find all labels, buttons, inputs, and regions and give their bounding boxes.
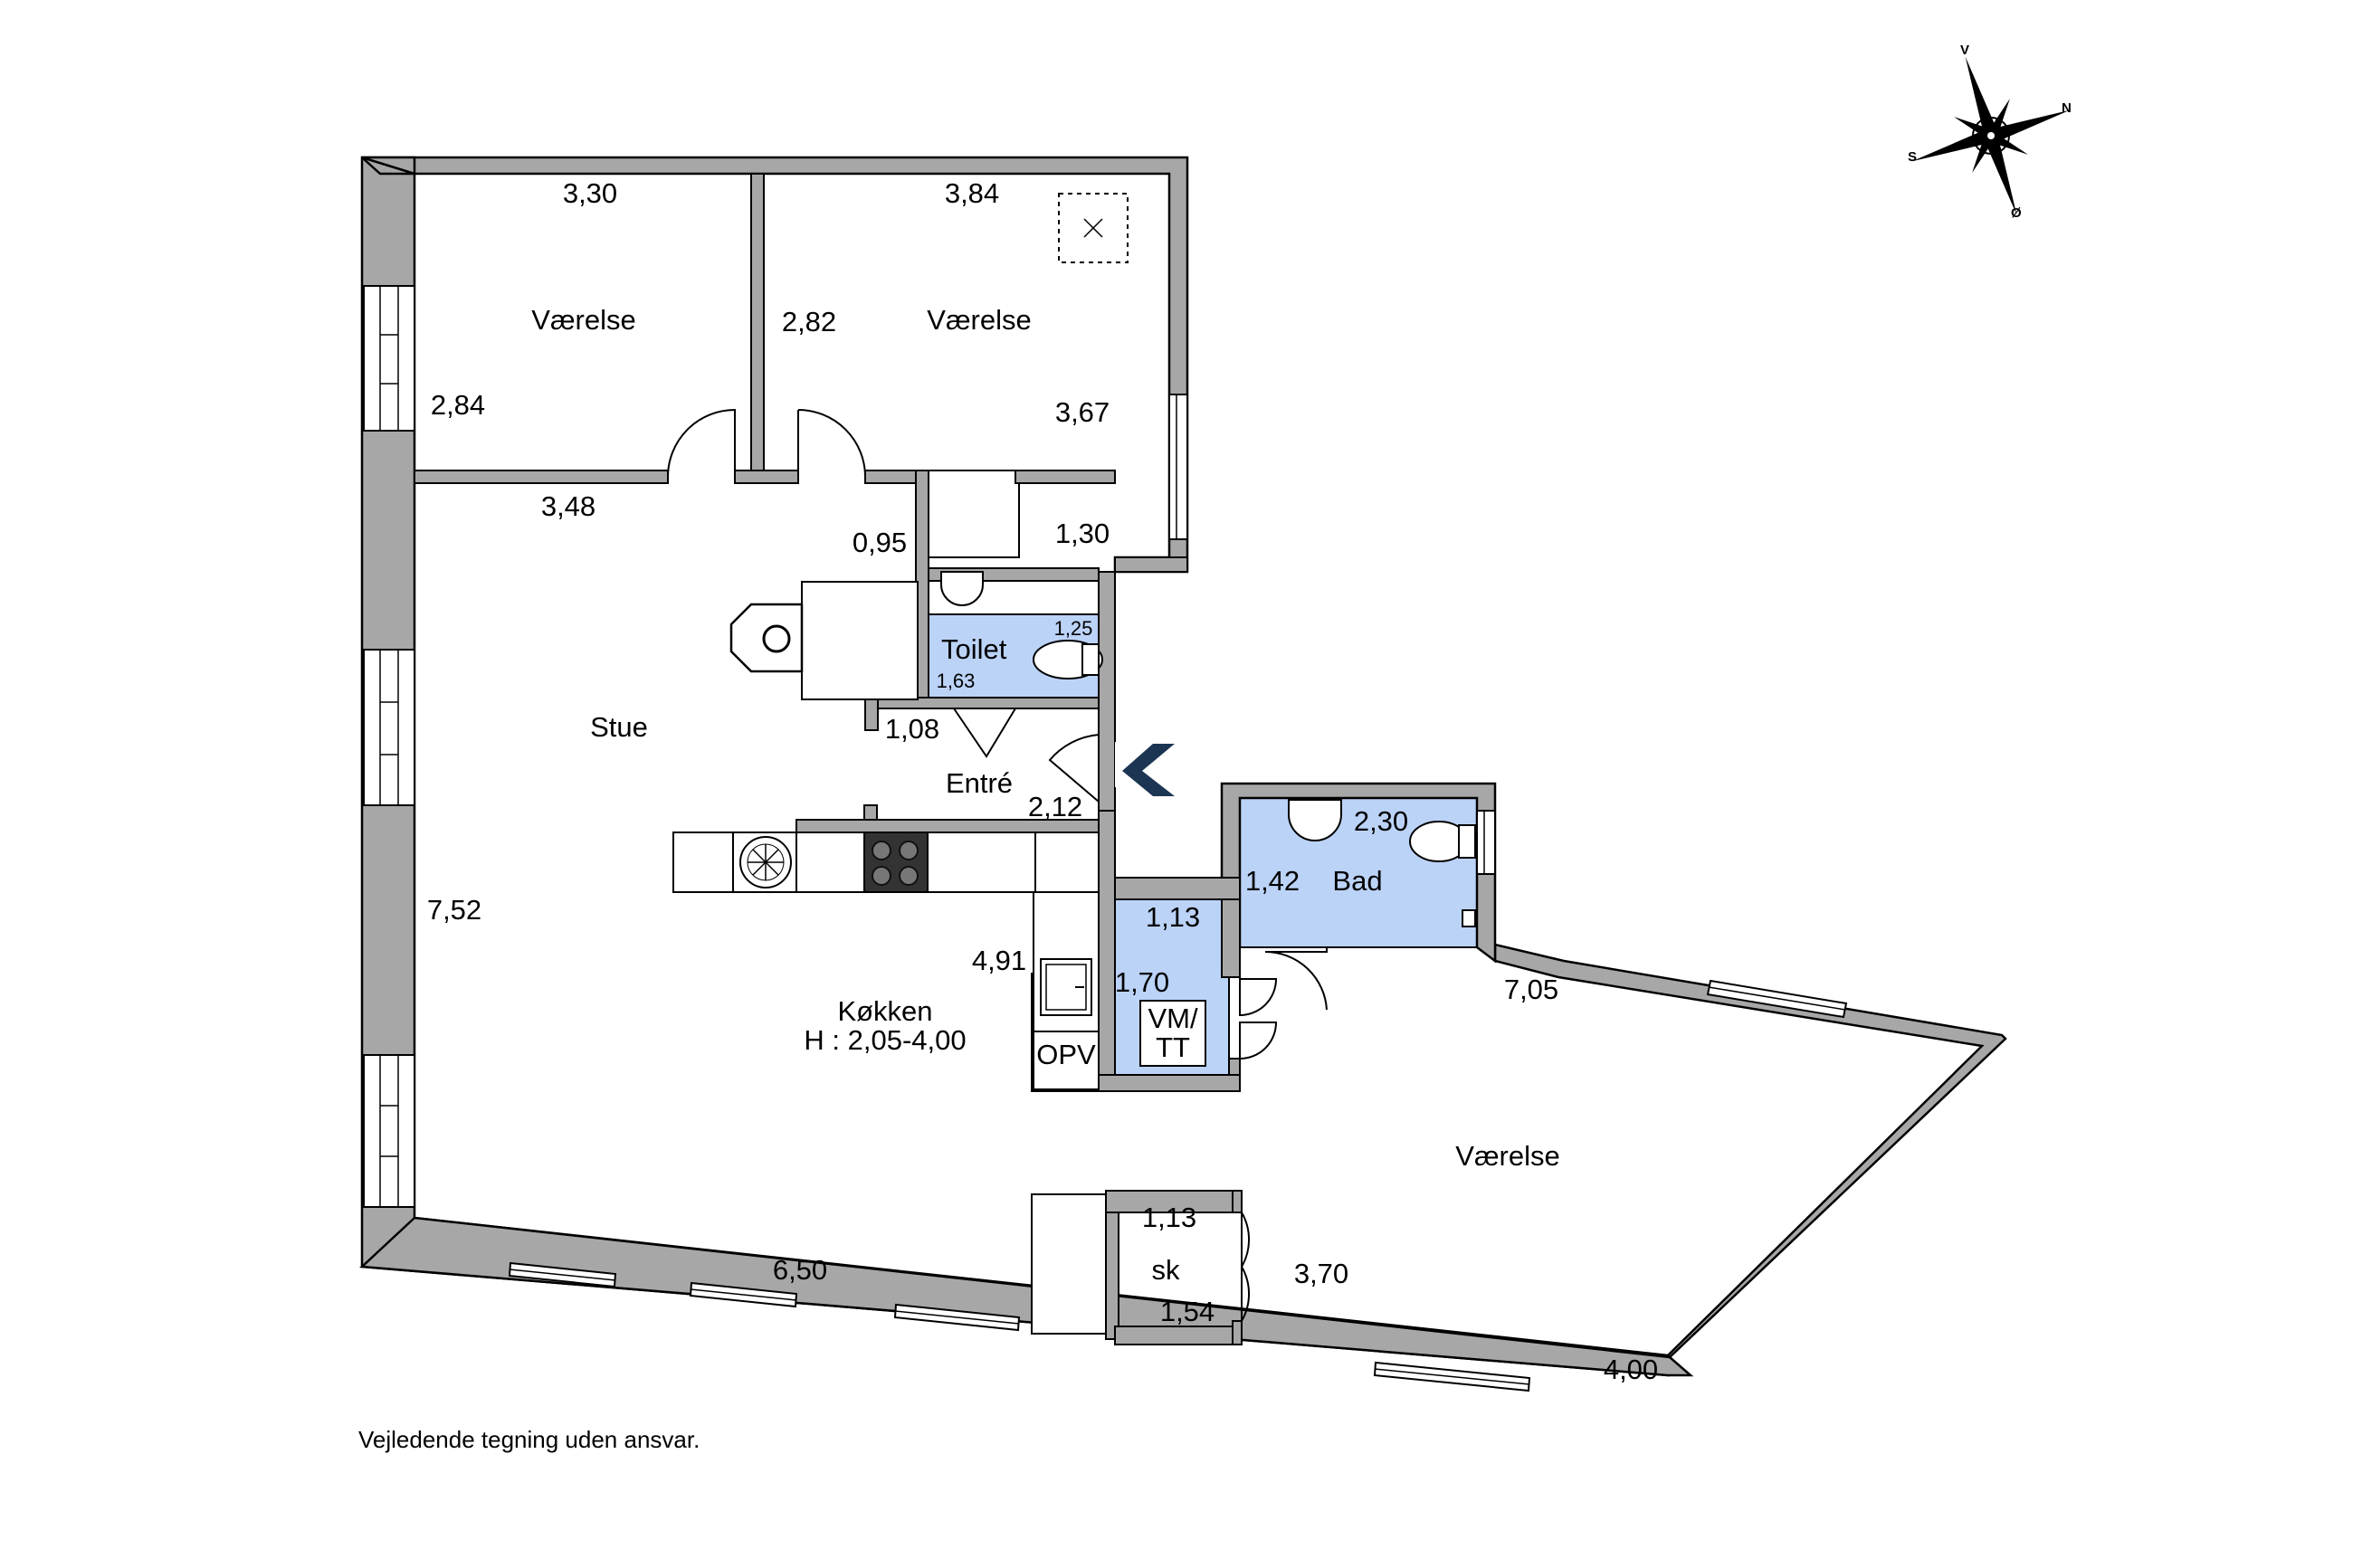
dimension: 1,25: [1054, 617, 1093, 640]
bath-sink-icon: [1288, 799, 1342, 841]
entrance-arrow-icon: [1122, 744, 1175, 796]
room-label: sk: [1152, 1254, 1181, 1286]
wall-between-bedrooms: [750, 173, 765, 475]
dimension: 1,42: [1245, 865, 1300, 897]
washer-box: [1139, 1000, 1206, 1067]
dimension: 7,05: [1504, 974, 1558, 1005]
interior-walls: [414, 173, 1243, 1345]
door-bedroom-2: [797, 409, 866, 478]
dimension: 1,08: [885, 713, 939, 745]
dimension: 1,30: [1055, 518, 1110, 549]
door-closet-2: [1241, 1263, 1251, 1325]
door-bedroom-1: [667, 408, 736, 478]
dimension: 3,48: [541, 490, 595, 522]
kitchen-counter: [672, 832, 1036, 893]
disclaimer: Vejledende tegning uden ansvar.: [358, 1426, 700, 1453]
door-utility-1: [1239, 978, 1278, 1017]
dimension: 2,30: [1354, 805, 1408, 837]
door-closet-1: [1241, 1209, 1251, 1270]
window-west-2: [363, 649, 415, 806]
room-label: Værelse: [1455, 1140, 1559, 1172]
dimension: 1,54: [1160, 1296, 1215, 1327]
shower-icon: [1462, 909, 1476, 927]
room-label: Stue: [590, 711, 648, 743]
wall-bedroom1-south: [414, 470, 669, 484]
dimension: 1,63: [937, 670, 976, 692]
doors: [667, 408, 1328, 1325]
dimension: 3,67: [1055, 396, 1110, 428]
room-label: Værelse: [531, 304, 635, 336]
dimension: 1,13: [1146, 901, 1200, 933]
dimension: 4,00: [1604, 1354, 1658, 1385]
door-utility-2: [1239, 1022, 1278, 1060]
dimension: 3,70: [1294, 1258, 1348, 1289]
room-label: Køkken: [837, 995, 932, 1027]
vm-label: TT: [1156, 1031, 1190, 1063]
skylight-icon: [1058, 193, 1129, 263]
dimension: 4,91: [972, 945, 1026, 976]
dimension: 7,52: [427, 894, 481, 926]
wall-utility-west: [1098, 810, 1116, 1081]
dimension: 0,95: [853, 527, 907, 558]
compass-n: N: [2062, 100, 2072, 116]
dimension: 1,70: [1115, 966, 1169, 998]
door-toilet: [953, 708, 1016, 758]
dimension-labels: 3,30 2,84 3,84 2,82 3,67 1,30 3,48 0,95 …: [427, 177, 1658, 1385]
compass-icon: V N S Ø: [1908, 43, 2072, 221]
opv-cabinet: [1033, 1031, 1100, 1090]
dimension: 6,50: [773, 1254, 827, 1286]
compass-o: Ø: [2011, 205, 2022, 221]
toilet-sink-icon: [940, 571, 984, 606]
dimension: 2,12: [1028, 791, 1082, 822]
room-label: Toilet: [941, 633, 1007, 665]
windows: [363, 285, 1848, 1392]
compass-v: V: [1960, 43, 1969, 58]
dimension: 3,84: [945, 177, 999, 209]
room-labels: Værelse Værelse Stue Toilet Entré Bad Kø…: [531, 304, 1559, 1286]
wood-stove-icon: [729, 603, 804, 673]
window-west-3: [363, 1054, 415, 1208]
stove-icon: [863, 832, 929, 893]
room-sublabel: H : 2,05-4,00: [804, 1024, 966, 1056]
room-label: Bad: [1332, 865, 1382, 897]
fixtures: [672, 193, 1476, 1090]
window-west-1: [363, 285, 415, 432]
dimension: 1,13: [1142, 1202, 1196, 1233]
dimension: 3,30: [563, 177, 617, 209]
window-bath: [1476, 810, 1496, 875]
compass-s: S: [1908, 149, 1917, 165]
room-label: Værelse: [927, 304, 1031, 336]
room-label: Entré: [946, 767, 1013, 799]
door-bath: [1264, 947, 1328, 1011]
opv-label: OPV: [1036, 1039, 1096, 1070]
vm-label: VM/: [1148, 1003, 1198, 1034]
dimension: 2,82: [782, 306, 836, 337]
window-east-bedroom: [1168, 394, 1188, 540]
dimension: 2,84: [431, 389, 485, 421]
wall-entry-east: [1098, 571, 1116, 812]
door-entry: [1048, 734, 1100, 803]
table: [801, 581, 919, 700]
